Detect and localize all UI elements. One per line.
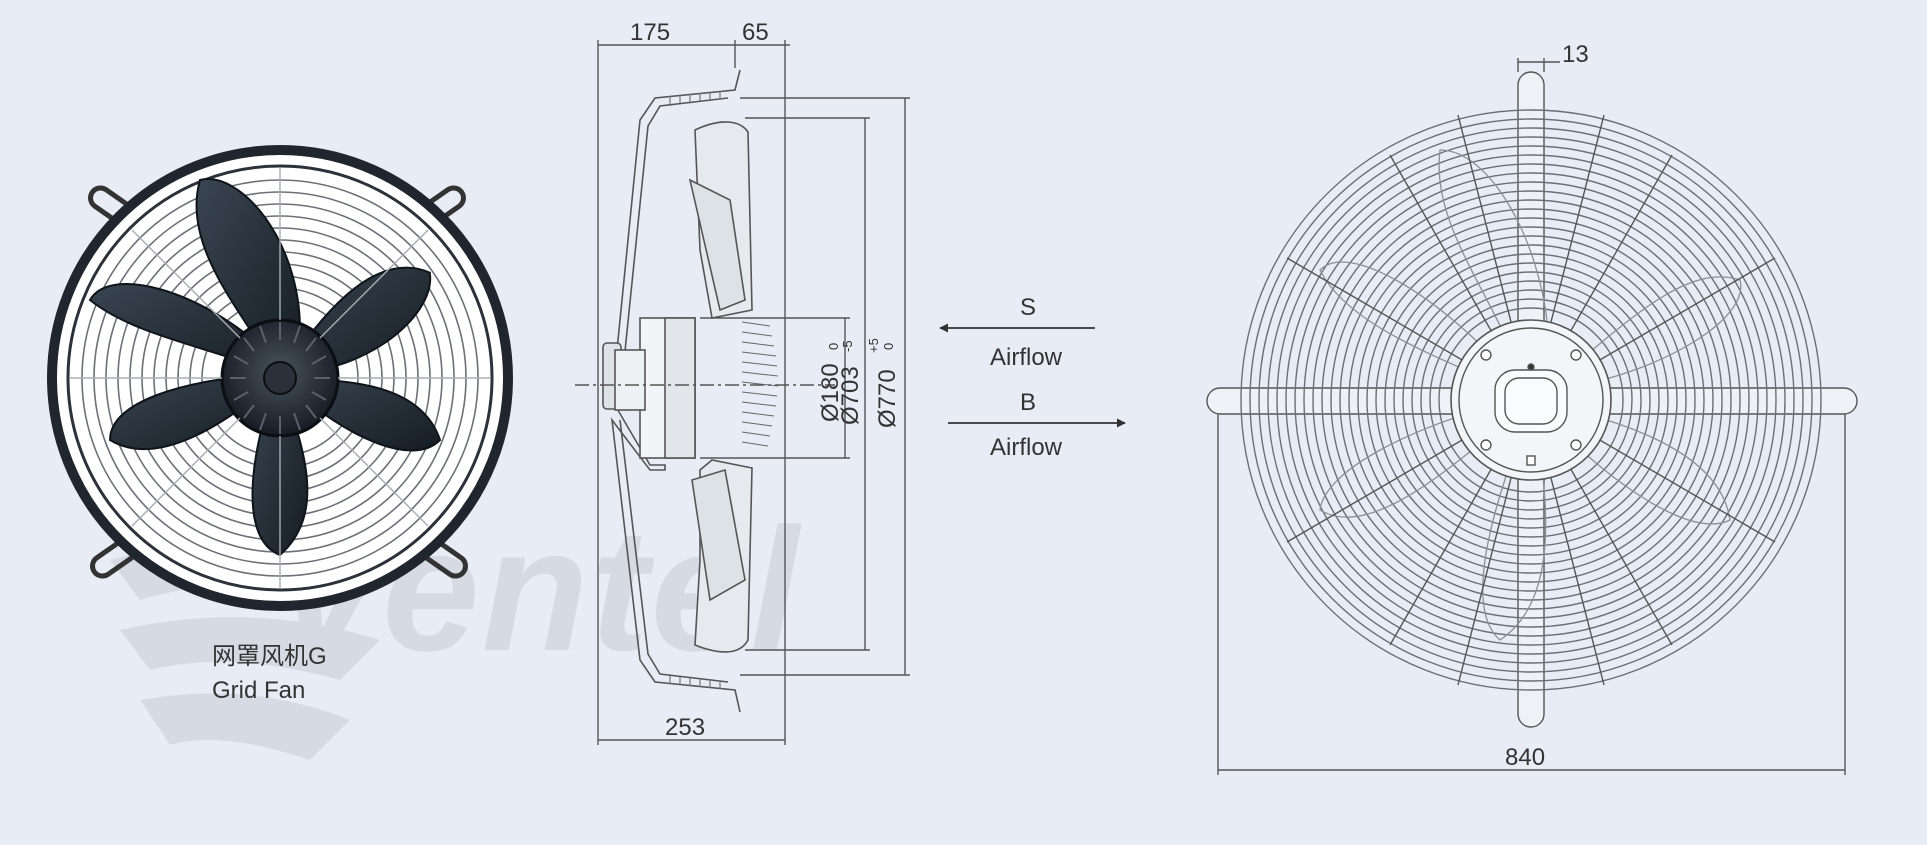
photo-caption-cn: 网罩风机G [212, 643, 327, 670]
front-hub-cable [1526, 455, 1536, 466]
side-dim-hub-diameter: Ø180 [817, 363, 844, 422]
side-grid-ticks [669, 91, 721, 689]
front-hub-inner [1458, 327, 1604, 473]
front-blade-outlines [1319, 149, 1742, 641]
side-blade-lower-inner [691, 468, 746, 602]
front-view-drawing: 13 840 [1206, 41, 1858, 775]
photo-guard-spokes [70, 168, 490, 588]
airflow-s-label: S [1020, 294, 1036, 321]
photo-caption-en: Grid Fan [212, 677, 305, 704]
side-motor-shell [664, 317, 696, 459]
airflow-b-text: Airflow [990, 434, 1063, 461]
front-guard-rings [1240, 109, 1822, 691]
side-dim-label-group: 175 65 253 Ø180 Ø703 0 -5 Ø770 +5 0 [630, 19, 901, 741]
side-dim-blade-tol-upper: 0 [826, 343, 841, 350]
side-dim-blade-tol-lower: -5 [840, 340, 855, 352]
side-guard-outline [610, 69, 741, 713]
airflow-legend: S Airflow B Airflow [939, 294, 1126, 461]
photo-inner-ring [66, 164, 494, 592]
side-terminal-plate [614, 349, 646, 411]
side-dim-outer-diameter: Ø770 [874, 369, 901, 428]
front-dim-13: 13 [1562, 41, 1589, 68]
side-dim-175: 175 [630, 19, 670, 46]
front-dim-label-group: 13 840 [1505, 41, 1589, 771]
side-guard-inner-low [619, 419, 729, 683]
side-guard-inner [619, 97, 729, 401]
photo-hub-fins [230, 322, 330, 434]
airflow-b-label: B [1020, 389, 1036, 416]
front-hub-plate-inner [1504, 377, 1558, 425]
side-blade-mid [688, 178, 746, 312]
front-dimension-lines [1217, 58, 1846, 775]
fan-photo: 网罩风机G Grid Fan [47, 145, 513, 704]
airflow-s-text: Airflow [990, 344, 1063, 371]
side-dim-253: 253 [665, 714, 705, 741]
photo-hub-center [263, 361, 297, 395]
front-hub-plate [1494, 369, 1568, 433]
side-motor-fins [741, 321, 779, 447]
side-dim-outer-tol-lower: 0 [881, 343, 896, 350]
front-hub-mark [1527, 363, 1535, 371]
side-dim-blade-diameter: Ø703 [837, 366, 864, 425]
front-hub-bolts [1480, 349, 1582, 451]
side-view-drawing: 175 65 253 Ø180 Ø703 0 -5 Ø770 +5 0 [575, 19, 910, 745]
front-dim-840: 840 [1505, 744, 1545, 771]
side-dim-outer-tol-upper: +5 [866, 338, 881, 353]
side-dimension-lines [597, 40, 910, 745]
side-dim-65: 65 [742, 19, 769, 46]
